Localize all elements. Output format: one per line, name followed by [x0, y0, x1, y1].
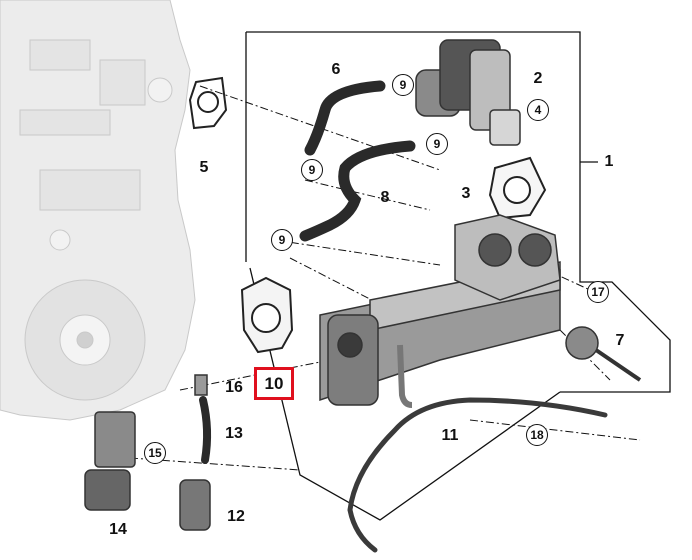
callout-5: 5	[199, 159, 209, 176]
callout-14: 14	[109, 521, 127, 538]
callout-8: 8	[380, 189, 390, 206]
hose-8	[299, 140, 416, 242]
callout-1: 1	[604, 153, 614, 170]
callout-16: 16	[225, 379, 243, 396]
callout-13: 13	[225, 425, 243, 442]
egr-cooler	[319, 214, 561, 408]
callout-10-highlighted: 10	[254, 367, 294, 400]
sensor-parts	[84, 374, 212, 531]
callout-4: 4	[527, 99, 549, 121]
gasket-10	[240, 276, 294, 354]
callout-7: 7	[615, 332, 625, 349]
callout-9-left: 9	[301, 159, 323, 181]
engine-block	[0, 0, 196, 421]
callout-2: 2	[533, 70, 543, 87]
callout-9-bottom: 9	[271, 229, 293, 251]
callout-11: 11	[441, 427, 459, 444]
egr-valve-2	[415, 39, 521, 146]
callout-9-right: 9	[426, 133, 448, 155]
actuator-7	[565, 326, 642, 382]
hose-6	[304, 80, 386, 156]
callout-9-top: 9	[392, 74, 414, 96]
callout-18: 18	[526, 424, 548, 446]
callout-6: 6	[331, 61, 341, 78]
gasket-3	[488, 156, 547, 220]
gasket-5	[188, 76, 228, 130]
callout-15: 15	[144, 442, 166, 464]
callout-17: 17	[587, 281, 609, 303]
callout-3: 3	[461, 185, 471, 202]
pipe-11	[347, 397, 608, 553]
callout-12: 12	[227, 508, 245, 525]
